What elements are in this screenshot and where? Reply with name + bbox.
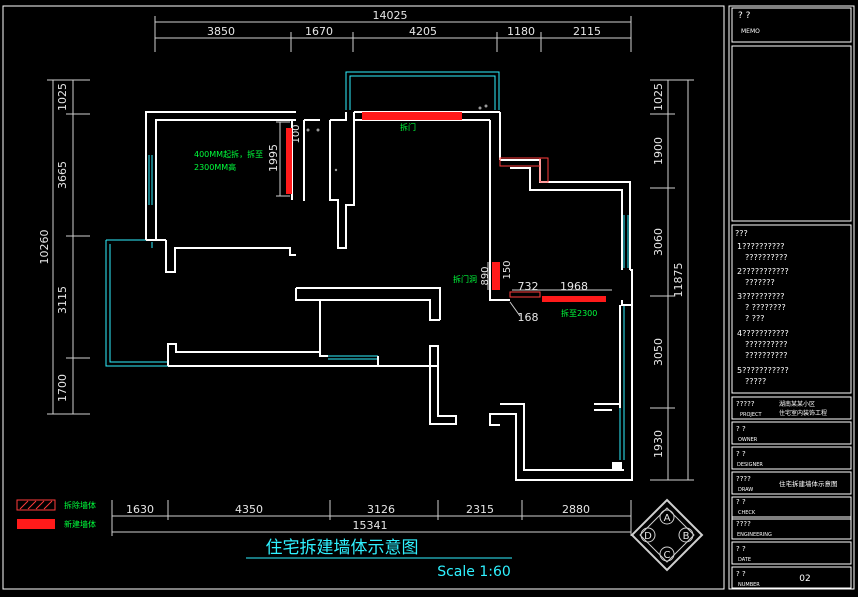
dim-top-2: 1670	[305, 25, 333, 38]
project-label: PROJECT	[740, 412, 763, 418]
bottom-dimensions	[111, 500, 632, 536]
note-3-line-3: ? ???	[745, 314, 765, 323]
fixture-marks	[306, 104, 488, 172]
left-dimensions	[47, 79, 90, 415]
dim-inner-150: 150	[502, 260, 513, 279]
note-remove-door-frame: 拆门洞	[453, 274, 477, 284]
note-remove-to-2300: 拆至2300	[561, 308, 597, 318]
dim-inner-100: 100	[291, 124, 302, 143]
drawing-title: 住宅拆建墙体示意图	[266, 538, 419, 558]
dim-top-4: 1180	[507, 25, 535, 38]
dim-top-total: 14025	[373, 9, 408, 22]
engineering-label: ENGINEERING	[737, 532, 772, 538]
top-dimensions	[154, 16, 632, 52]
draw-label: DRAW	[738, 487, 753, 493]
dim-right-3: 3060	[652, 228, 665, 256]
number-value: 02	[799, 574, 810, 584]
note-4-line-3: ??????????	[745, 351, 787, 360]
title-block-frame	[728, 5, 855, 590]
dim-right-1: 1025	[652, 83, 665, 111]
number-header: ? ?	[736, 570, 746, 578]
dim-inner-732: 732	[518, 280, 539, 293]
windows	[105, 71, 629, 460]
draw-value: 住宅拆建墙体示意图	[779, 479, 838, 488]
legend-demolish-label: 拆除墙体	[64, 500, 96, 510]
dim-right-4: 3050	[652, 338, 665, 366]
compass-label-c: C	[664, 550, 671, 561]
project-name-2: 住宅室内装饰工程	[779, 409, 827, 417]
new-walls	[286, 112, 606, 302]
compass-icon	[630, 498, 704, 572]
note-remove-door: 拆门	[400, 122, 416, 132]
scale-label: Scale 1:60	[437, 564, 511, 580]
note-2-line-2: ???????	[745, 278, 775, 287]
date-header: ? ?	[736, 545, 746, 553]
note-5-line-2: ?????	[745, 377, 766, 386]
dim-inner-890: 890	[480, 266, 491, 285]
memo-label: MEMO	[741, 28, 760, 35]
dim-top-1: 3850	[207, 25, 235, 38]
dim-bottom-2: 4350	[235, 503, 263, 516]
dim-bottom-3: 3126	[367, 503, 395, 516]
date-label: DATE	[738, 557, 751, 563]
dim-bottom-5: 2880	[562, 503, 590, 516]
drawing-frame	[2, 5, 725, 590]
compass-label-b: B	[683, 531, 690, 542]
dim-top-3: 4205	[409, 25, 437, 38]
dim-inner-168: 168	[518, 311, 539, 324]
legend-demolish-swatch	[16, 499, 56, 511]
note-1-line-2: ??????????	[745, 253, 787, 262]
designer-header: ? ?	[736, 450, 746, 458]
dim-right-5: 1930	[652, 430, 665, 458]
notes-header: ???	[735, 229, 748, 238]
note-2-line-1: 2???????????	[737, 267, 789, 276]
dim-inner-1995: 1995	[267, 144, 280, 172]
note-3-line-1: 3??????????	[737, 292, 785, 301]
number-label: NUMBER	[738, 582, 760, 588]
dim-left-4: 1700	[56, 374, 69, 402]
legend: 拆除墙体 新建墙体	[16, 499, 96, 529]
note-4-line-2: ??????????	[745, 340, 787, 349]
draw-header: ????	[736, 475, 751, 483]
dim-left-total: 10260	[38, 230, 51, 265]
compass-label-a: A	[664, 513, 671, 524]
compass-label-d: D	[644, 531, 652, 542]
note-5-line-1: 5???????????	[737, 366, 789, 375]
owner-label: OWNER	[738, 437, 758, 443]
demolish-walls	[499, 157, 549, 298]
dim-bottom-4: 2315	[466, 503, 494, 516]
dim-left-1: 1025	[56, 83, 69, 111]
legend-new-swatch	[17, 519, 55, 529]
note-1-line-1: 1??????????	[737, 242, 785, 251]
legend-new-label: 新建墙体	[64, 519, 96, 529]
memo-header: ? ?	[738, 11, 751, 21]
dim-bottom-1: 1630	[126, 503, 154, 516]
dim-right-total: 11875	[672, 263, 685, 298]
owner-header: ? ?	[736, 425, 746, 433]
dim-inner-1968: 1968	[560, 280, 588, 293]
floor-drain-mark	[612, 462, 622, 470]
dim-top-5: 2115	[573, 25, 601, 38]
dim-bottom-total: 15341	[353, 519, 388, 532]
check-label: CHECK	[738, 510, 756, 516]
note-4-line-1: 4???????????	[737, 329, 789, 338]
inner-dimension-lines	[276, 121, 612, 317]
designer-label: DESIGNER	[737, 462, 763, 468]
check-header: ? ?	[736, 498, 746, 506]
dim-left-3: 3115	[56, 286, 69, 314]
note-demolish-height-2: 2300MM高	[194, 162, 236, 172]
note-3-line-2: ? ????????	[745, 303, 786, 312]
project-header: ?????	[736, 400, 755, 408]
right-dimensions	[650, 79, 694, 481]
project-name-1: 湖南某某小区	[779, 400, 815, 408]
dim-right-2: 1900	[652, 137, 665, 165]
dim-left-2: 3665	[56, 161, 69, 189]
note-demolish-height-1: 400MM起拆，拆至	[194, 149, 263, 159]
engineering-header: ????	[736, 520, 751, 528]
title-block-boxes	[731, 7, 852, 589]
